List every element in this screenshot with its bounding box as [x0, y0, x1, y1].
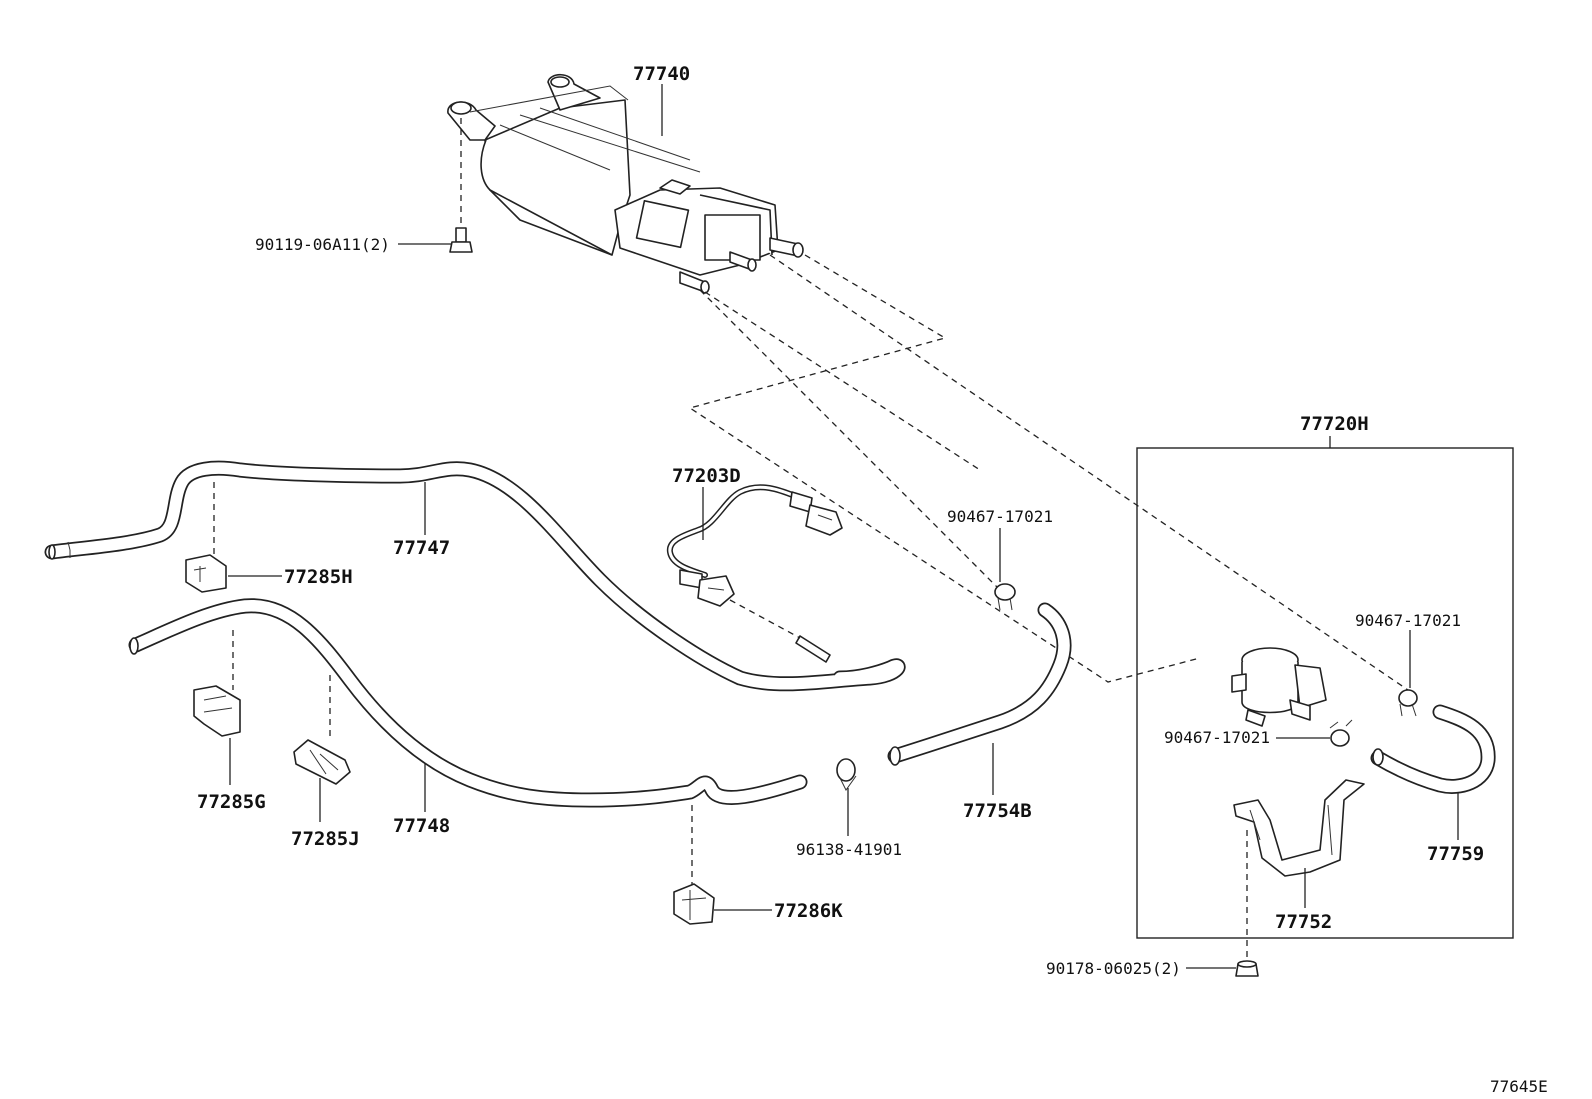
bracket-77752[interactable]	[1233, 779, 1365, 877]
label-77285J: 77285J	[291, 828, 360, 850]
label-96138-41901: 96138-41901	[796, 840, 902, 859]
label-77754B: 77754B	[963, 800, 1032, 822]
hose-77759[interactable]	[1370, 704, 1496, 794]
label-90467-17021-lower: 90467-17021	[1164, 728, 1270, 747]
bracket-bolt[interactable]	[1235, 960, 1259, 977]
hose-clip-90467-upper[interactable]	[994, 583, 1016, 611]
charcoal-canister[interactable]	[447, 73, 804, 294]
label-77752: 77752	[1275, 911, 1332, 933]
canister-bolt[interactable]	[449, 227, 473, 253]
wire-harness-77203D[interactable]	[666, 484, 843, 663]
clamp-77285J[interactable]	[293, 739, 351, 785]
label-77203D: 77203D	[672, 465, 741, 487]
hose-77754B[interactable]	[887, 602, 1072, 766]
diagram-id: 77645E	[1490, 1077, 1548, 1096]
label-90467-17021-right: 90467-17021	[1355, 611, 1461, 630]
clamp-77285H[interactable]	[185, 554, 227, 593]
label-77285H: 77285H	[284, 566, 353, 588]
label-77740: 77740	[633, 63, 690, 85]
label-90119-06A11: 90119-06A11(2)	[255, 235, 390, 254]
label-77286K: 77286K	[774, 900, 843, 922]
hose-77747[interactable]	[44, 460, 906, 692]
label-77748: 77748	[393, 815, 450, 837]
clamp-77286K[interactable]	[673, 883, 715, 925]
label-77747: 77747	[393, 537, 450, 559]
hose-clip-90467-lower[interactable]	[1329, 719, 1353, 747]
hose-clip-90467-right[interactable]	[1398, 689, 1418, 717]
evap-pump-unit[interactable]	[1231, 647, 1327, 727]
hose-77748[interactable]	[128, 598, 808, 808]
label-90178-06025: 90178-06025(2)	[1046, 959, 1181, 978]
clamp-77285G[interactable]	[193, 685, 241, 737]
label-77285G: 77285G	[197, 791, 266, 813]
label-90467-17021-upper: 90467-17021	[947, 507, 1053, 526]
group-box-77720H	[1136, 447, 1514, 939]
label-77759: 77759	[1427, 843, 1484, 865]
hose-clip-96138[interactable]	[836, 758, 857, 791]
label-77720H: 77720H	[1300, 413, 1369, 435]
